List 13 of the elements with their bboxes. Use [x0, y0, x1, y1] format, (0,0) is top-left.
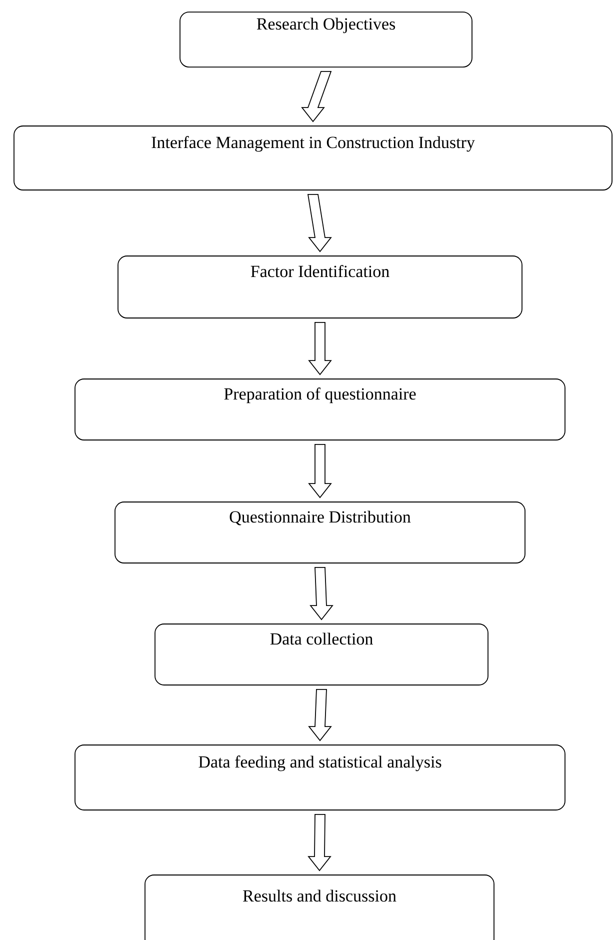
process-box: Data feeding and statistical analysis [74, 744, 566, 810]
process-box: Interface Management in Construction Industry [14, 126, 612, 190]
process-box: Questionnaire Distribution [114, 502, 526, 564]
process-box: Preparation of questionnaire [74, 378, 566, 440]
block-arrow [308, 444, 332, 498]
block-arrow [308, 689, 332, 742]
block-arrow [310, 567, 334, 620]
process-box: Research Objectives [180, 12, 472, 68]
process-box: Factor Identification [118, 256, 522, 318]
process-box: Data collection [154, 624, 488, 686]
block-arrow [308, 814, 332, 872]
block-arrow [308, 322, 332, 376]
process-box: Results and discussion [144, 874, 494, 940]
